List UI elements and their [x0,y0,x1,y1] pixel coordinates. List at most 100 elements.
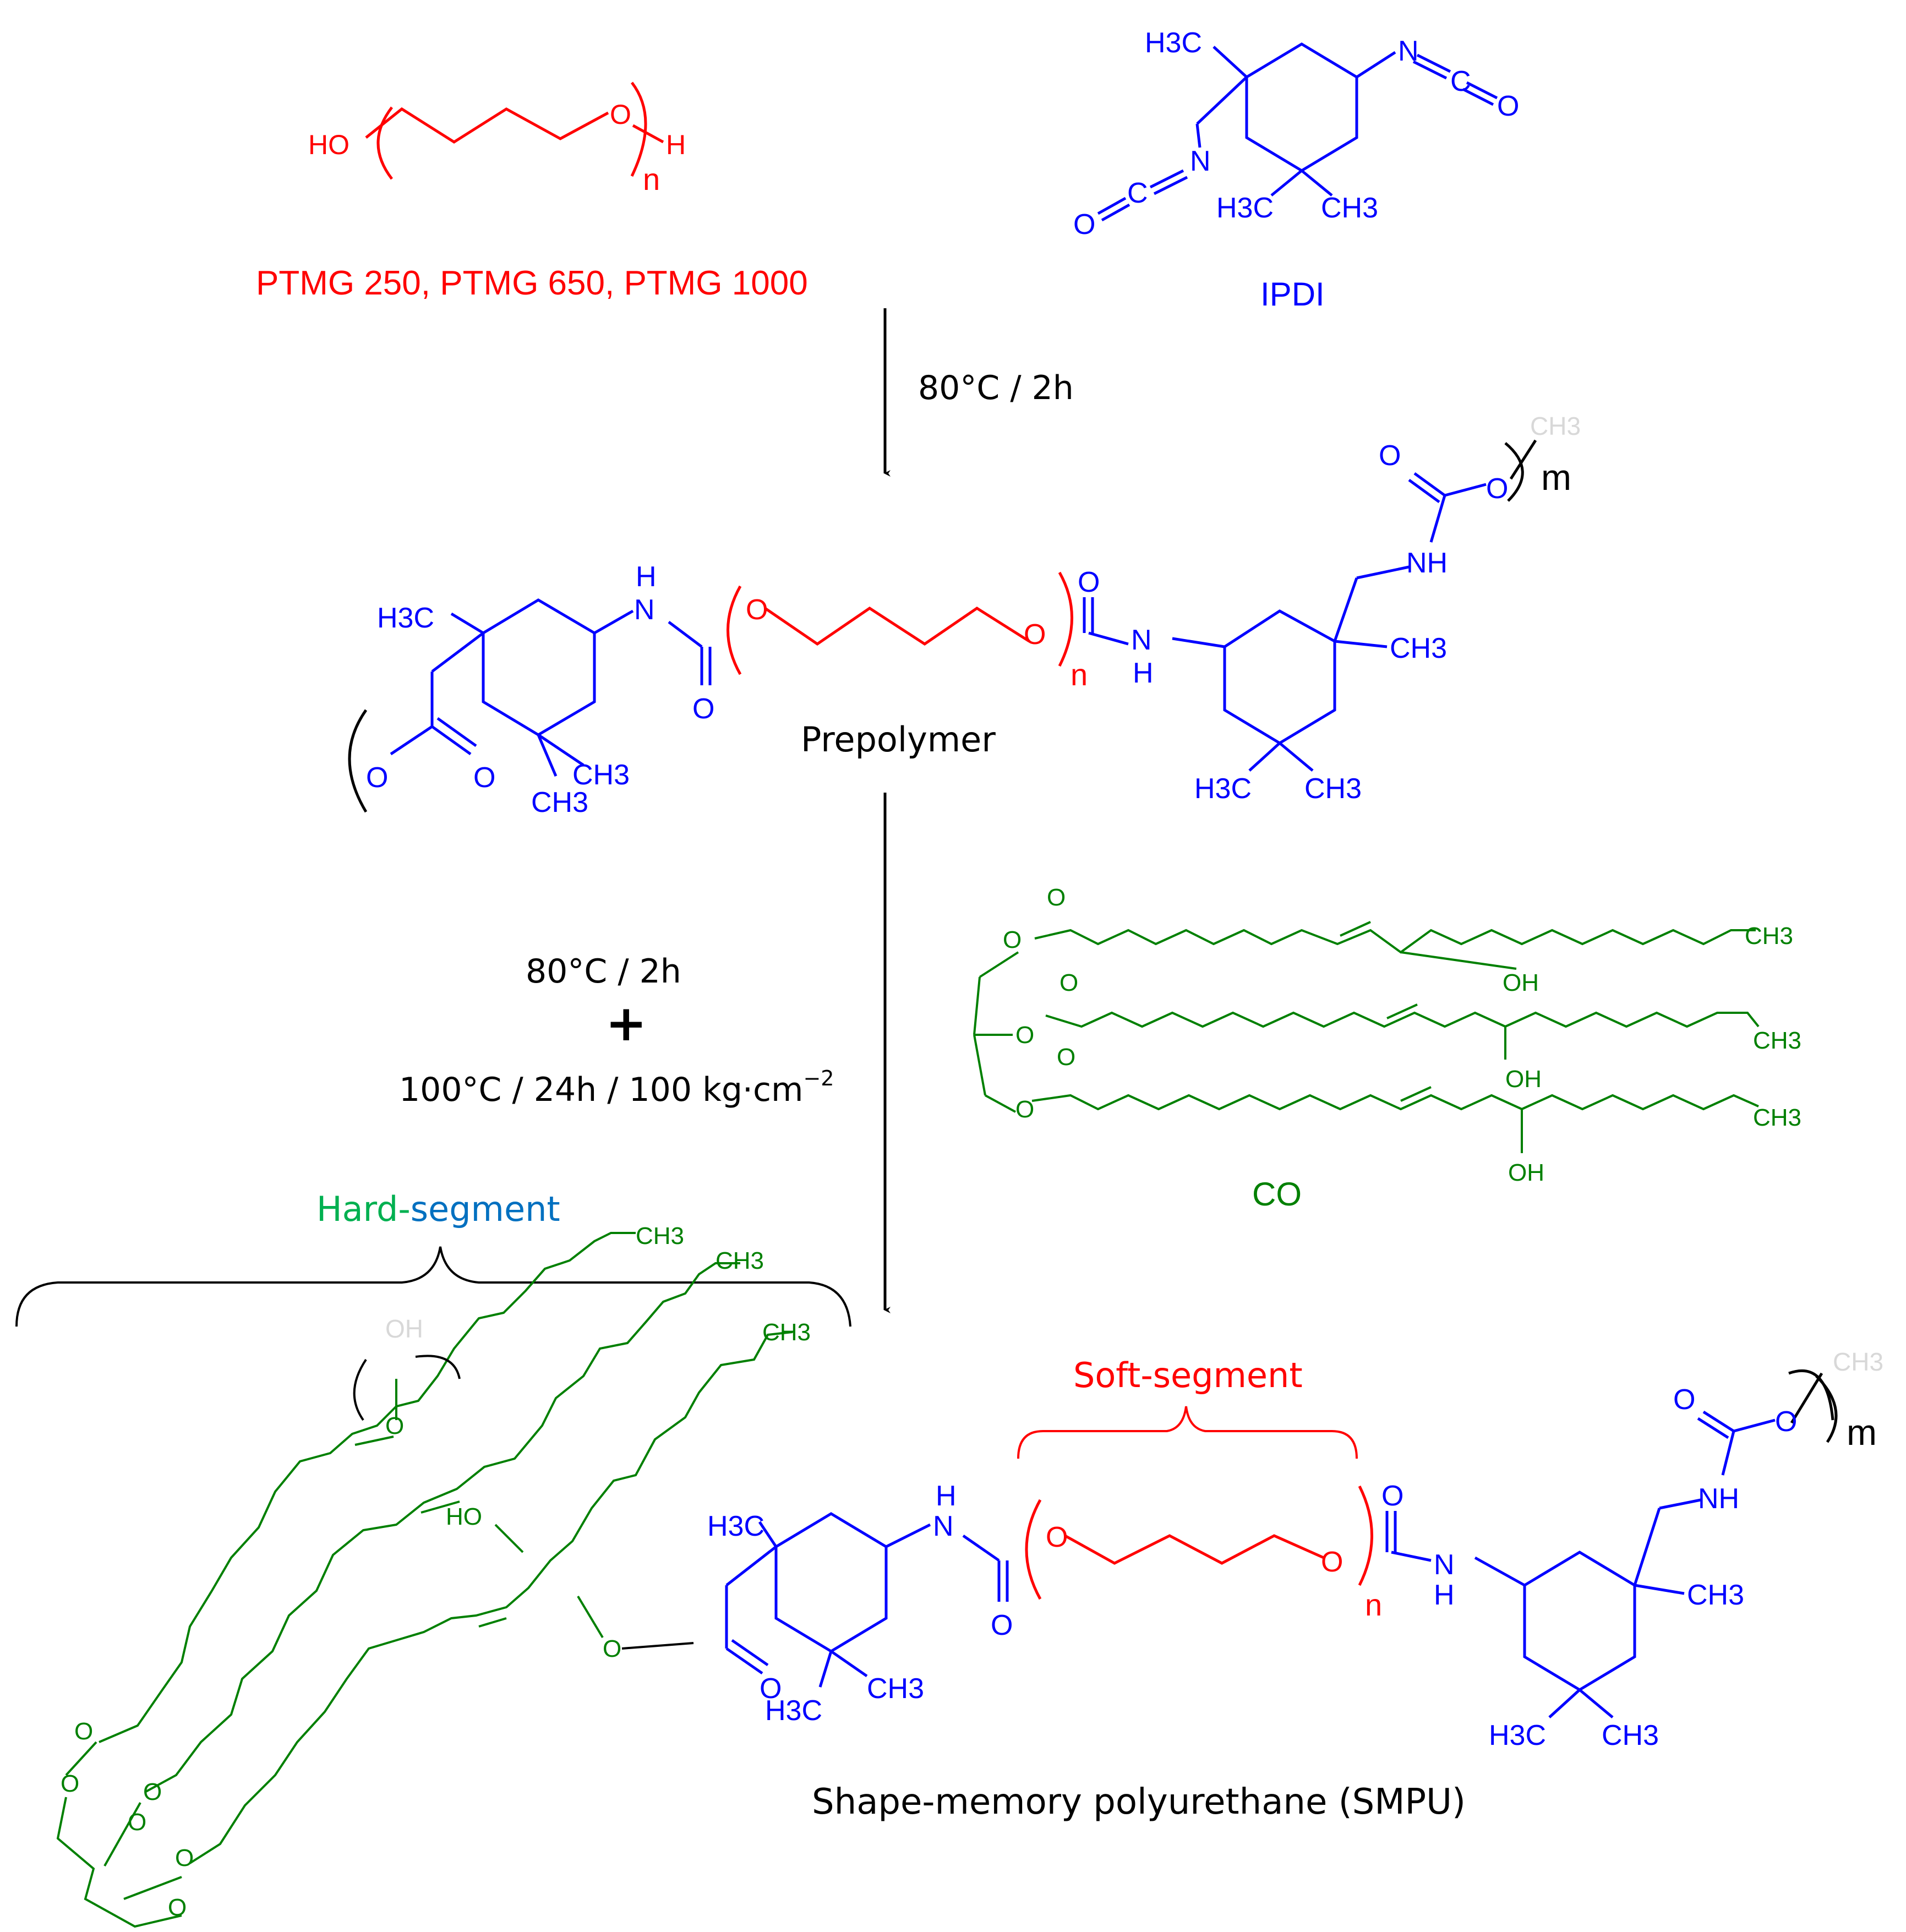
ipdi-caption: IPDI [1260,276,1325,313]
co-chain-2-double [1386,1003,1418,1019]
ptmg-open-paren [376,106,393,180]
smpu-right-nh: NH [1698,1483,1739,1515]
smpu-right-ch3: CH3 [1687,1579,1744,1611]
smpu-gly-o-1: O [74,1718,93,1745]
hard-segment-label-part2: segment [411,1189,560,1229]
step2-condition-2: 100°C / 24h / 100 kg·cm−2 [399,1066,834,1109]
hard-segment-label-part1: Hard- [316,1189,411,1229]
co-glycerol-2 [973,976,981,1035]
prepolymer-outer-close-paren [1504,442,1524,502]
prepolymer-left-carbamate [668,621,703,648]
ipdi-left-co-1 [1097,197,1127,215]
step2-plus: + [605,995,647,1052]
co-chain-1-double [1340,921,1371,937]
smpu-hard-chain-1-double [354,1436,394,1446]
prepolymer-left-carbonyl-o-label: O [473,762,495,794]
co-chain-1 [1034,929,1756,954]
smpu-left-methyl [758,1521,778,1548]
prepolymer-h3c-left: H3C [377,602,434,634]
ipdi-ch2-bond [1196,76,1248,125]
prepolymer-soft-chain [764,606,1030,646]
smpu-soft-chain [1064,1534,1325,1565]
co-o-carbonyl-1: O [1047,884,1066,911]
smpu-right-carbamate-n [1391,1551,1432,1562]
co-ch3-1: CH3 [1745,923,1793,949]
co-o-carbonyl-3: O [1057,1044,1075,1071]
smpu-gly-o-5: O [175,1844,194,1871]
smpu-left-ring [774,1512,888,1653]
prepolymer-right-h: H [1133,657,1154,689]
smpu-soft-o-left: O [1046,1521,1068,1553]
ipdi-ch2-n-bond [1195,123,1202,148]
castor-oil-structure [973,921,1760,1153]
prepolymer-left-gem-methyl-2 [537,734,558,777]
ipdi-ring [1245,42,1358,172]
smpu-glycerol-link-2 [103,1802,141,1866]
prepolymer-left-ch2 [431,632,484,673]
ptmg-caption: PTMG 250, PTMG 650, PTMG 1000 [256,264,808,302]
co-chain-2 [1045,1011,1760,1028]
co-chain-3-double [1400,1086,1432,1102]
prepolymer-left-co-2 [436,717,477,747]
prepolymer-m-subscript: m [1541,457,1571,498]
smpu-oh-mid-bond [494,1524,524,1553]
prepolymer-right-nh-c [1429,495,1446,543]
prepolymer-n-subscript: n [1071,657,1088,692]
co-o-carbonyl-2: O [1060,969,1078,996]
smpu-o-urethane: O [603,1635,621,1662]
smpu-left-ch2-ring [725,1546,777,1586]
prepolymer-right-c-o1 [1413,472,1446,497]
step2-condition-2-main: 100°C / 24h / 100 kg·cm [399,1071,803,1109]
prepolymer-right-methyl [1334,640,1388,648]
co-chain-3 [1031,1094,1759,1111]
prepolymer-left-ring [482,598,596,736]
prepolymer-caption: Prepolymer [801,719,996,760]
smpu-gly-o-4: O [128,1809,146,1836]
prepolymer-red-close-paren [1058,571,1073,667]
co-o-ester-1: O [1003,926,1022,953]
smpu-urethane-o-bond [577,1595,604,1639]
smpu-glycerol-link-3 [123,1876,182,1900]
smpu-right-nh-c [1721,1431,1735,1476]
ipdi-ch3-bottom-label: CH3 [1321,192,1378,224]
prepolymer-right-carbamate-o: O [1078,566,1100,598]
ipdi-c-right-label: C [1450,66,1471,97]
smpu-gly-o-3: O [143,1778,162,1805]
prepolymer-soft-o-right: O [1024,619,1046,651]
prepolymer-left-nh-bond [593,609,634,635]
prepolymer-right-ch2-nh [1356,565,1410,580]
prepolymer-right-gem-left [1248,742,1281,772]
smpu-backbone [725,1369,1838,1718]
smpu-left-carbonyl-o: O [760,1673,782,1705]
ipdi-left-nc-1 [1149,169,1184,189]
ptmg-h-bond [632,124,664,144]
prepolymer-left-methyl [450,612,484,635]
co-caption: CO [1252,1176,1302,1213]
smpu-gly-o-6: O [168,1894,187,1921]
co-oh-3: OH [1508,1159,1544,1186]
smpu-ch3-chain-2: CH3 [716,1247,764,1274]
smpu-top-open-paren [353,1358,367,1421]
smpu-right-top-carbonyl-o: O [1673,1384,1695,1416]
smpu-right-gem-right [1579,1689,1614,1718]
ipdi-left-co-2 [1101,203,1131,222]
ipdi-o-right-label: O [1497,90,1519,122]
prepolymer-left-co-1 [431,725,472,756]
ipdi-nc-double-2 [1412,60,1448,80]
ipdi-c-left-label: C [1127,177,1148,209]
co-o-ester-2: O [1015,1022,1034,1049]
prepolymer-right-ch2 [1333,577,1358,642]
smpu-left-nh-bond [885,1523,931,1548]
co-glycerol-5 [985,1094,1016,1113]
prepolymer-top-nh: NH [1406,547,1448,579]
prepolymer-top-carbonyl-o: O [1379,440,1401,472]
prepolymer-outer-open-paren [348,709,368,813]
co-glycerol-1 [979,951,1019,978]
ipdi-gem-methyl-right [1301,170,1333,197]
prepolymer-top-ester-o: O [1486,473,1508,505]
prepolymer-left-h: H [636,561,657,593]
smpu-hard-chain-3 [189,1331,793,1864]
smpu-right-methyl [1634,1584,1685,1595]
smpu-right-h: H [1434,1579,1455,1611]
prepolymer-left-ester-o [390,725,433,756]
